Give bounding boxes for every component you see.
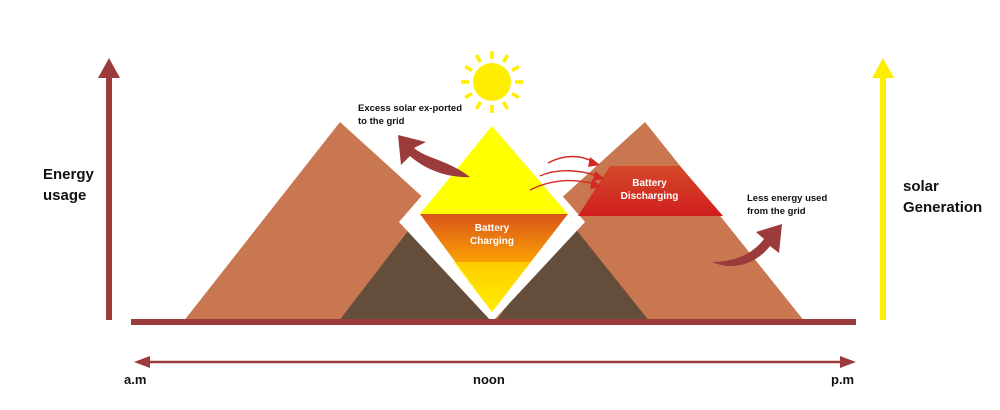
battery-charging-area <box>453 262 531 312</box>
baseline <box>131 319 856 325</box>
solar-generation-axis <box>872 58 894 320</box>
excess-solar-callout: Excess solar ex-ported to the grid <box>358 103 463 127</box>
grid-overlap-left <box>338 222 495 322</box>
time-mid-label: noon <box>473 372 505 387</box>
time-axis <box>134 356 856 368</box>
solar-generation-label: solar Generation <box>903 178 983 216</box>
curved-arrow-icon <box>398 135 470 178</box>
battery-discharging-label: Battery Discharging <box>620 178 679 202</box>
time-start-label: a.m <box>124 372 147 387</box>
battery-discharging-area <box>578 166 723 216</box>
curved-arrow-icon <box>712 224 782 267</box>
energy-usage-label: Energy usage <box>43 166 94 204</box>
grid-overlap-right <box>495 222 650 322</box>
battery-charging-label: Battery Charging <box>470 223 514 247</box>
time-end-label: p.m <box>831 372 855 387</box>
sun-icon <box>461 51 523 113</box>
less-energy-callout: Less energy used from the grid <box>747 193 828 217</box>
energy-usage-axis <box>98 58 120 320</box>
flow-arrow-icon <box>529 155 605 191</box>
